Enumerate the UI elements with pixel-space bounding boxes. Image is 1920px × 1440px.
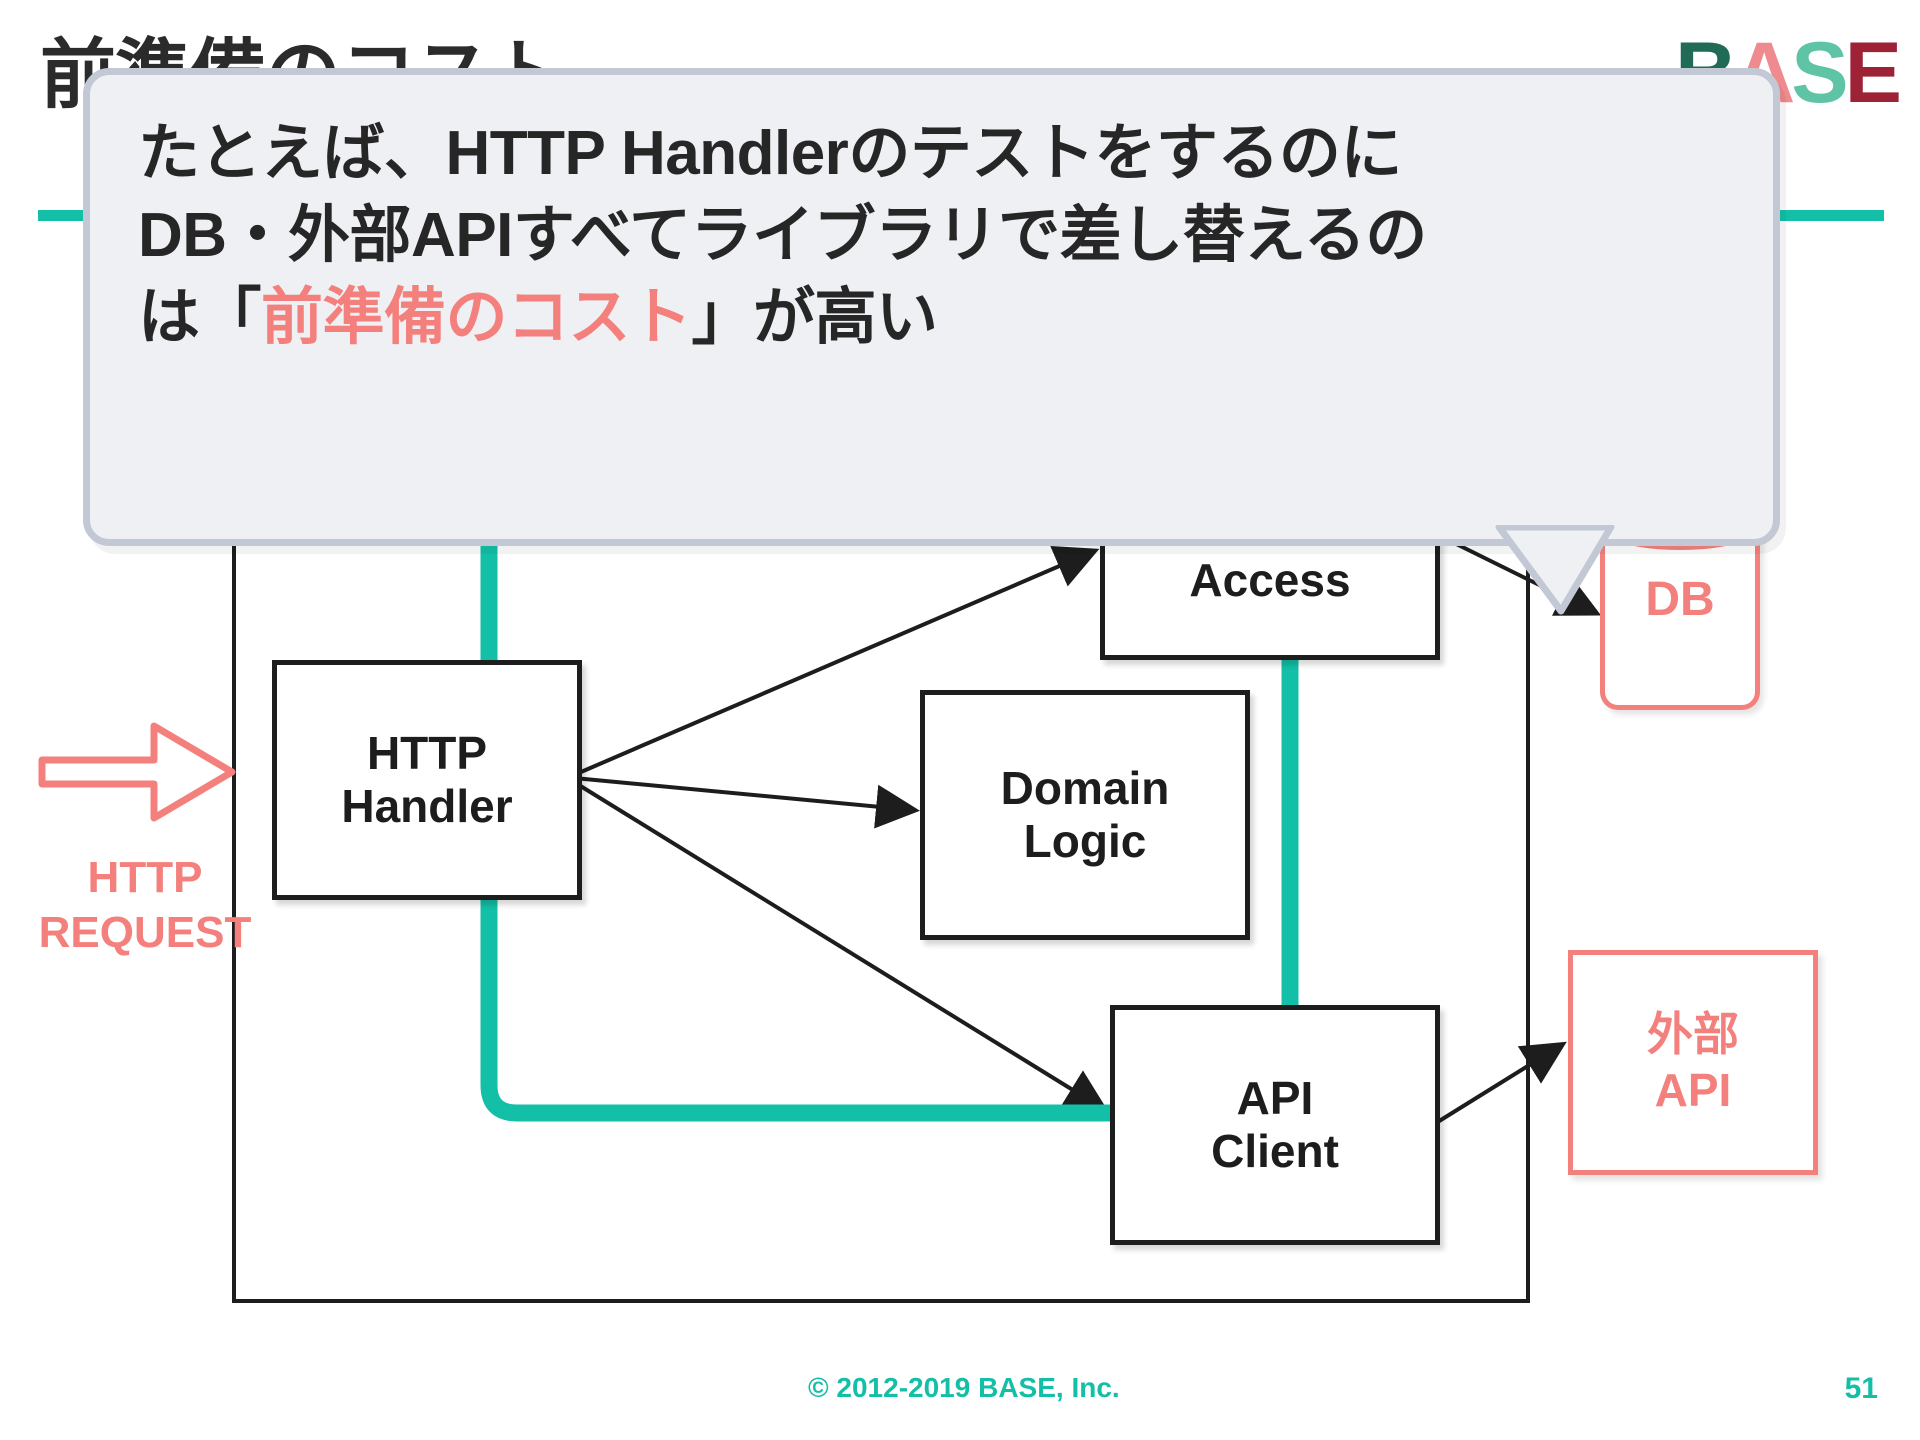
callout-bubble: たとえば、HTTP Handlerのテストをするのに DB・外部APIすべてライ… <box>83 68 1780 546</box>
node-domain-logic[interactable]: Domain Logic <box>920 690 1250 940</box>
node-domain-logic-line2: Logic <box>1023 815 1147 867</box>
node-db-cylinder[interactable]: DB <box>1595 500 1765 710</box>
callout-line-2: DB・外部APIすべてライブラリで差し替えるの <box>138 200 1427 270</box>
http-request-label-line1: HTTP <box>87 853 203 902</box>
callout-text: たとえば、HTTP Handlerのテストをするのに DB・外部APIすべてライ… <box>138 113 1737 358</box>
node-api-client-line2: Client <box>1211 1125 1339 1177</box>
http-request-label: HTTP REQUEST <box>0 850 290 960</box>
footer-page-number: 51 <box>1844 1372 1878 1405</box>
db-cylinder-body <box>1600 520 1760 710</box>
logo-letter-e: E <box>1844 25 1902 121</box>
node-external-api-line1: 外部 <box>1647 1008 1739 1061</box>
footer-copyright: © 2012-2019 BASE, Inc. <box>808 1372 1120 1403</box>
node-http-handler[interactable]: HTTP Handler <box>272 660 582 900</box>
node-api-client[interactable]: API Client <box>1110 1005 1440 1245</box>
callout-tail <box>1495 525 1615 615</box>
callout-line3-prefix: は「 <box>138 282 262 352</box>
node-api-client-line1: API <box>1236 1072 1314 1125</box>
node-http-handler-line2: Handler <box>341 780 513 832</box>
callout-line-3: は「前準備のコスト」が高い <box>138 277 1737 359</box>
logo-letter-s: S <box>1791 25 1848 121</box>
node-db-label: DB <box>1645 573 1715 626</box>
callout-line3-highlight: 前準備のコスト <box>261 282 692 352</box>
callout-line3-suffix: 」が高い <box>691 282 939 352</box>
node-data-access-line1: Access <box>1189 553 1351 606</box>
http-request-label-line2: REQUEST <box>38 908 252 957</box>
http-request-arrow-icon <box>38 722 236 822</box>
callout-line-1: たとえば、HTTP Handlerのテストをするのに <box>138 119 1402 188</box>
node-http-handler-line1: HTTP <box>366 727 488 780</box>
node-domain-logic-line1: Domain <box>1000 762 1170 815</box>
node-external-api[interactable]: 外部 API <box>1568 950 1818 1175</box>
node-external-api-line2: API <box>1654 1063 1732 1116</box>
